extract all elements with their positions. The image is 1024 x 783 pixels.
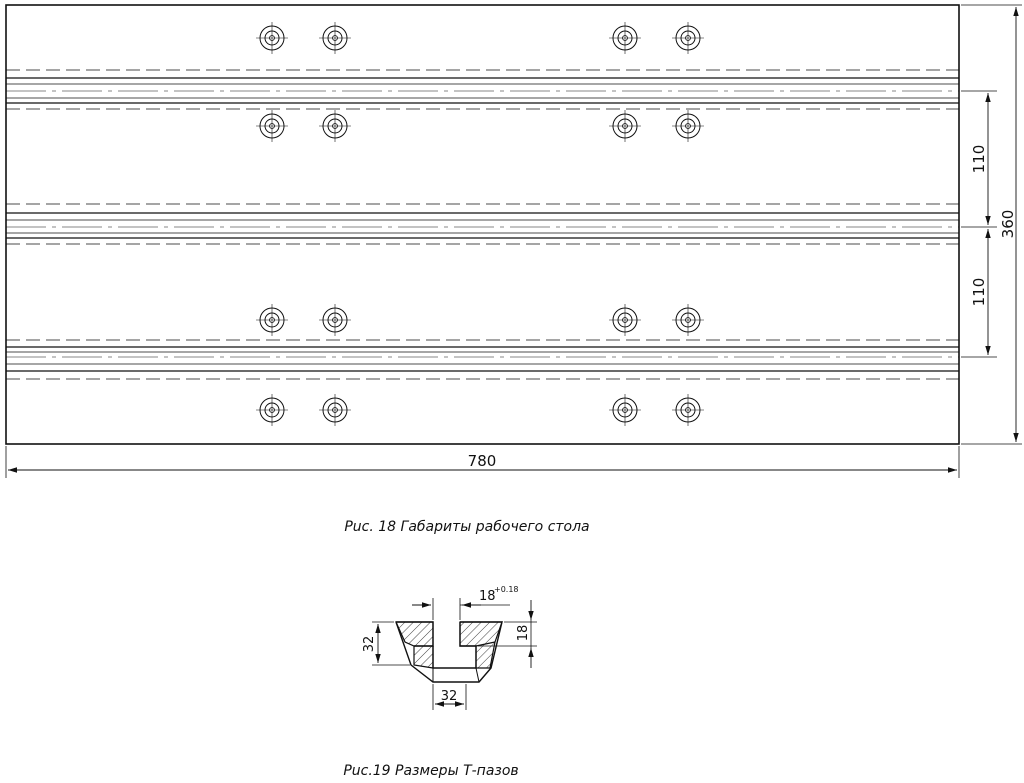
- t-slot-2: [6, 203, 959, 245]
- mounting-hole: [319, 304, 351, 336]
- mounting-hole: [256, 110, 288, 142]
- dim-110-upper: 110: [970, 145, 988, 174]
- table-outline: [5, 4, 960, 445]
- table-plan-view: 780 360 110 110: [5, 4, 1022, 478]
- dim-18-tolerance: +0.18: [494, 585, 519, 594]
- mounting-hole: [672, 110, 704, 142]
- dim-18-depth: 18: [516, 625, 531, 642]
- dim-32-height: 32: [362, 636, 377, 653]
- mounting-hole: [319, 110, 351, 142]
- figure-18-caption: Рuc. 18 Габариты рабочего стола: [344, 519, 589, 535]
- mounting-hole: [319, 22, 351, 54]
- dim-total-height-lines: [372, 621, 410, 666]
- mounting-hole: [672, 394, 704, 426]
- t-slot-section: 18 +0.18 18 32 32: [362, 585, 537, 710]
- mounting-hole: [609, 394, 641, 426]
- dim-780: 780: [468, 452, 497, 470]
- dim-110-lower: 110: [970, 278, 988, 307]
- dim-32-bottom: 32: [441, 689, 458, 704]
- t-slot-3: [6, 339, 959, 380]
- mounting-hole: [609, 110, 641, 142]
- t-slot-1: [6, 69, 959, 110]
- slot-cross-section: [395, 621, 503, 669]
- mounting-hole: [672, 22, 704, 54]
- mounting-hole: [609, 22, 641, 54]
- dim-18-width: 18: [479, 589, 496, 604]
- mounting-hole: [256, 304, 288, 336]
- dimension-length: [5, 446, 960, 478]
- dim-slot-depth-lines: [478, 600, 537, 668]
- mounting-hole: [256, 394, 288, 426]
- figure-19-caption: Рuc.19 Размеры Т-пазов: [343, 763, 518, 779]
- mounting-hole: [609, 304, 641, 336]
- dimension-width: [961, 4, 1022, 445]
- dim-360: 360: [999, 210, 1017, 239]
- dimension-slot-pitch: [961, 90, 997, 358]
- mounting-hole: [319, 394, 351, 426]
- dim-slot-width-lines: [412, 598, 510, 620]
- mounting-hole: [256, 22, 288, 54]
- mounting-holes: [256, 22, 704, 426]
- dim-bottom-width-lines: [432, 684, 467, 710]
- mounting-hole: [672, 304, 704, 336]
